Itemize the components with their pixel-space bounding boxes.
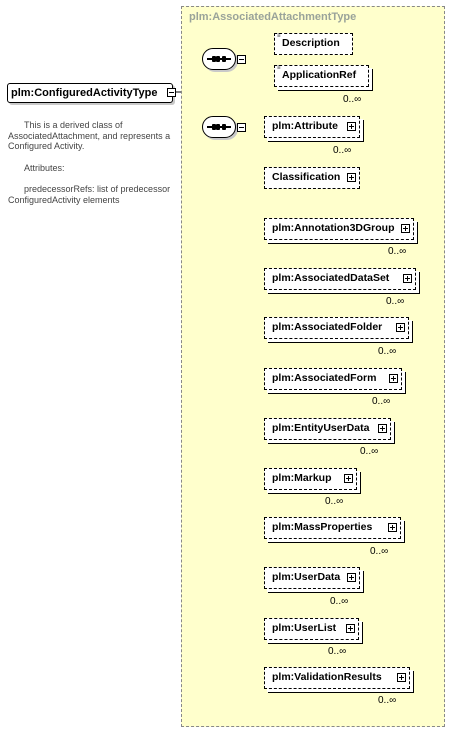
expand-icon[interactable] — [347, 122, 356, 131]
element-label: plm:AssociatedForm — [272, 372, 377, 384]
expand-icon[interactable] — [347, 573, 356, 582]
element-label: plm:ValidationResults — [272, 671, 382, 683]
multiplicity-label: 0..∞ — [372, 396, 391, 407]
element-label: plm:AssociatedDataSet — [272, 272, 390, 284]
expand-icon[interactable] — [347, 173, 356, 182]
group-title: plm:AssociatedAttachmentType — [189, 11, 357, 23]
sequence-compositor-1[interactable] — [202, 48, 236, 70]
element-label: plm:Annotation3DGroup — [272, 222, 395, 234]
element-label: plm:UserList — [272, 622, 337, 634]
element-box[interactable]: Classification — [264, 167, 360, 189]
element-label: Description — [282, 37, 340, 49]
element-box[interactable]: plm:AssociatedForm — [264, 368, 402, 390]
root-element-label: plm:ConfiguredActivityType — [11, 87, 158, 99]
element-box[interactable]: plm:UserList — [264, 618, 359, 640]
expand-icon[interactable] — [401, 224, 410, 233]
multiplicity-label: 0..∞ — [378, 695, 397, 706]
multiplicity-label: 0..∞ — [343, 94, 362, 105]
multiplicity-label: 0..∞ — [360, 446, 379, 457]
doc-line-3: predecessorRefs: list of predecessor Con… — [8, 184, 171, 205]
sequence-icon-dot — [216, 56, 220, 62]
multiplicity-label: 0..∞ — [325, 496, 344, 507]
root-element[interactable]: plm:ConfiguredActivityType — [7, 83, 173, 103]
multiplicity-label: 0..∞ — [378, 346, 397, 357]
element-application-ref[interactable]: ≡ ApplicationRef — [274, 65, 369, 87]
multiplicity-label: 0..∞ — [386, 296, 405, 307]
element-box[interactable]: plm:ValidationResults — [264, 667, 410, 689]
multiplicity-label: 0..∞ — [333, 145, 352, 156]
element-box[interactable]: plm:Attribute — [264, 116, 360, 138]
element-label: plm:Attribute — [272, 120, 338, 132]
root-collapse-icon[interactable] — [167, 88, 176, 97]
doc-line-1: This is a derived class of AssociatedAtt… — [8, 120, 171, 151]
element-label: plm:UserData — [272, 571, 341, 583]
element-label: Classification — [272, 171, 341, 183]
element-box[interactable]: plm:EntityUserData — [264, 418, 391, 440]
multiplicity-label: 0..∞ — [370, 546, 389, 557]
sequence-2-collapse-icon[interactable] — [237, 123, 246, 132]
expand-icon[interactable] — [397, 673, 406, 682]
sequence-compositor-2[interactable] — [202, 116, 236, 138]
multiplicity-label: 0..∞ — [330, 596, 349, 607]
documentation-icon: ≡ — [277, 65, 281, 71]
multiplicity-label: 0..∞ — [388, 246, 407, 257]
element-label: plm:EntityUserData — [272, 422, 370, 434]
element-box[interactable]: plm:Markup — [264, 468, 357, 490]
element-label: plm:Markup — [272, 472, 332, 484]
multiplicity-label: 0..∞ — [328, 646, 347, 657]
sequence-icon-dot — [216, 124, 220, 130]
root-documentation: This is a derived class of AssociatedAtt… — [8, 120, 176, 205]
element-label: plm:AssociatedFolder — [272, 321, 383, 333]
element-description[interactable]: ≡ Description — [274, 33, 353, 55]
expand-icon[interactable] — [346, 624, 355, 633]
element-label: plm:MassProperties — [272, 521, 373, 533]
element-box[interactable]: plm:AssociatedFolder — [264, 317, 409, 339]
element-box[interactable]: plm:UserData — [264, 567, 360, 589]
expand-icon[interactable] — [403, 274, 412, 283]
sequence-1-collapse-icon[interactable] — [237, 55, 246, 64]
element-box[interactable]: plm:Annotation3DGroup — [264, 218, 414, 240]
element-label: ApplicationRef — [282, 69, 357, 81]
expand-icon[interactable] — [378, 424, 387, 433]
expand-icon[interactable] — [344, 474, 353, 483]
documentation-icon: ≡ — [277, 33, 281, 39]
element-box[interactable]: plm:AssociatedDataSet — [264, 268, 416, 290]
expand-icon[interactable] — [388, 523, 397, 532]
expand-icon[interactable] — [396, 323, 405, 332]
element-box[interactable]: plm:MassProperties — [264, 517, 401, 539]
doc-line-2: Attributes: — [24, 162, 65, 173]
expand-icon[interactable] — [389, 374, 398, 383]
